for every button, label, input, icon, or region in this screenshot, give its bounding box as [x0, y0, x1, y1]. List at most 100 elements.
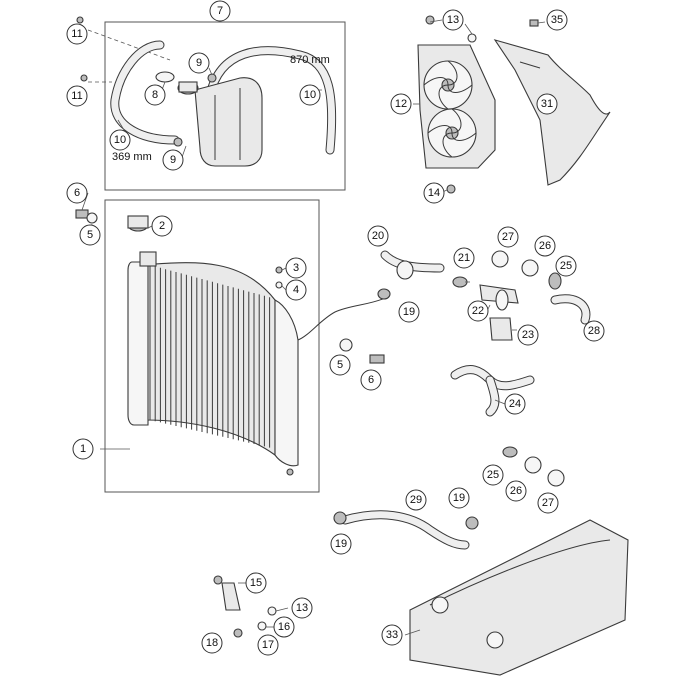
callout-circle: [72, 438, 94, 460]
callout-circle: [537, 492, 559, 514]
callout-23: 23: [517, 324, 539, 346]
callout-number: 26: [510, 485, 522, 497]
callout-15: 15: [245, 572, 267, 594]
callout-number: 31: [541, 98, 553, 110]
callout-circle: [423, 182, 445, 204]
radiator-bracket: [409, 519, 629, 676]
callout-circle: [285, 279, 307, 301]
callout-25b: 25: [482, 464, 504, 486]
hose-connector: [521, 259, 539, 277]
hose-clamp-21: [452, 276, 468, 288]
callout-number: 27: [502, 231, 514, 243]
callout-circle: [405, 489, 427, 511]
callout-circle: [109, 129, 131, 151]
callout-number: 19: [403, 306, 415, 318]
callout-number: 24: [509, 398, 521, 410]
callout-number: 10: [304, 89, 316, 101]
rubber-grommet-left: [86, 212, 98, 224]
mount-screw-lower: [233, 628, 243, 638]
callout-number: 22: [472, 305, 484, 317]
callout-circle: [482, 464, 504, 486]
callout-circle: [534, 235, 556, 257]
expansion-tank: [194, 77, 263, 167]
callout-number: 6: [74, 187, 80, 199]
mount-screw: [213, 575, 223, 585]
callout-number: 17: [262, 639, 274, 651]
callout-number: 19: [453, 492, 465, 504]
callout-27a: 27: [497, 226, 519, 248]
callout-number: 33: [386, 629, 398, 641]
callout-circle: [201, 632, 223, 654]
callout-26b: 26: [505, 480, 527, 502]
callout-circle: [398, 301, 420, 323]
callout-13b: 13: [291, 597, 313, 619]
callout-circle: [257, 634, 279, 656]
callout-number: 23: [522, 329, 534, 341]
rubber-grommet-right: [339, 338, 353, 352]
callout-20: 20: [367, 225, 389, 247]
o-ring-lower: [502, 446, 518, 458]
callout-circle: [273, 616, 295, 638]
callout-10b: 10: [109, 129, 131, 151]
callout-6b: 6: [360, 369, 382, 391]
callout-number: 29: [410, 494, 422, 506]
callout-1: 1: [72, 438, 94, 460]
callout-number: 16: [278, 621, 290, 633]
callout-number: 20: [372, 230, 384, 242]
callout-19b: 19: [448, 487, 470, 509]
hose-clamp: [377, 288, 391, 300]
callout-circle: [517, 324, 539, 346]
callout-16: 16: [273, 616, 295, 638]
radiator-outlet-hose: [297, 297, 386, 341]
callout-29: 29: [405, 489, 427, 511]
callout-circle: [66, 85, 88, 107]
callout-circle: [162, 149, 184, 171]
callout-31: 31: [536, 93, 558, 115]
callout-18: 18: [201, 632, 223, 654]
hose-clamp-small: [207, 73, 217, 83]
callout-circle: [390, 93, 412, 115]
callout-number: 21: [458, 252, 470, 264]
callout-circle: [504, 393, 526, 415]
callout-number: 13: [296, 602, 308, 614]
callout-33: 33: [381, 624, 403, 646]
callout-26a: 26: [534, 235, 556, 257]
temperature-sensor-lower: [547, 469, 565, 487]
callout-layer: 1234556678991010111112131314151617181919…: [66, 0, 605, 656]
callout-circle: [285, 257, 307, 279]
callout-number: 5: [337, 359, 343, 371]
callout-circle: [360, 369, 382, 391]
callout-circle: [448, 487, 470, 509]
callout-19a: 19: [398, 301, 420, 323]
callout-circle: [151, 215, 173, 237]
callout-9b: 9: [162, 149, 184, 171]
callout-35: 35: [546, 9, 568, 31]
callout-circle: [291, 597, 313, 619]
mount-bushing: [267, 606, 277, 616]
callout-circle: [381, 624, 403, 646]
mount-bracket: [221, 582, 241, 611]
callout-circle: [245, 572, 267, 594]
callout-19c: 19: [330, 533, 352, 555]
drain-screw: [286, 468, 294, 476]
callout-circle: [467, 300, 489, 322]
hose-clamp-29-right: [465, 516, 479, 530]
callout-circle: [209, 0, 231, 22]
dimension-label-short: 369 mm: [112, 151, 152, 163]
callout-circle: [555, 255, 577, 277]
callout-11a: 11: [66, 23, 88, 45]
callout-number: 19: [335, 538, 347, 550]
callout-number: 10: [114, 134, 126, 146]
callout-number: 11: [71, 28, 82, 40]
callout-number: 27: [542, 497, 554, 509]
callout-circle: [144, 84, 166, 106]
expansion-tank-group: [76, 16, 337, 167]
callout-circle: [367, 225, 389, 247]
callout-28: 28: [583, 320, 605, 342]
radiator-right-tank: [274, 299, 299, 467]
callout-number: 2: [159, 220, 165, 232]
callout-24: 24: [504, 393, 526, 415]
callout-number: 8: [152, 89, 158, 101]
callout-22: 22: [467, 300, 489, 322]
mounting-bolt-left: [75, 209, 89, 219]
